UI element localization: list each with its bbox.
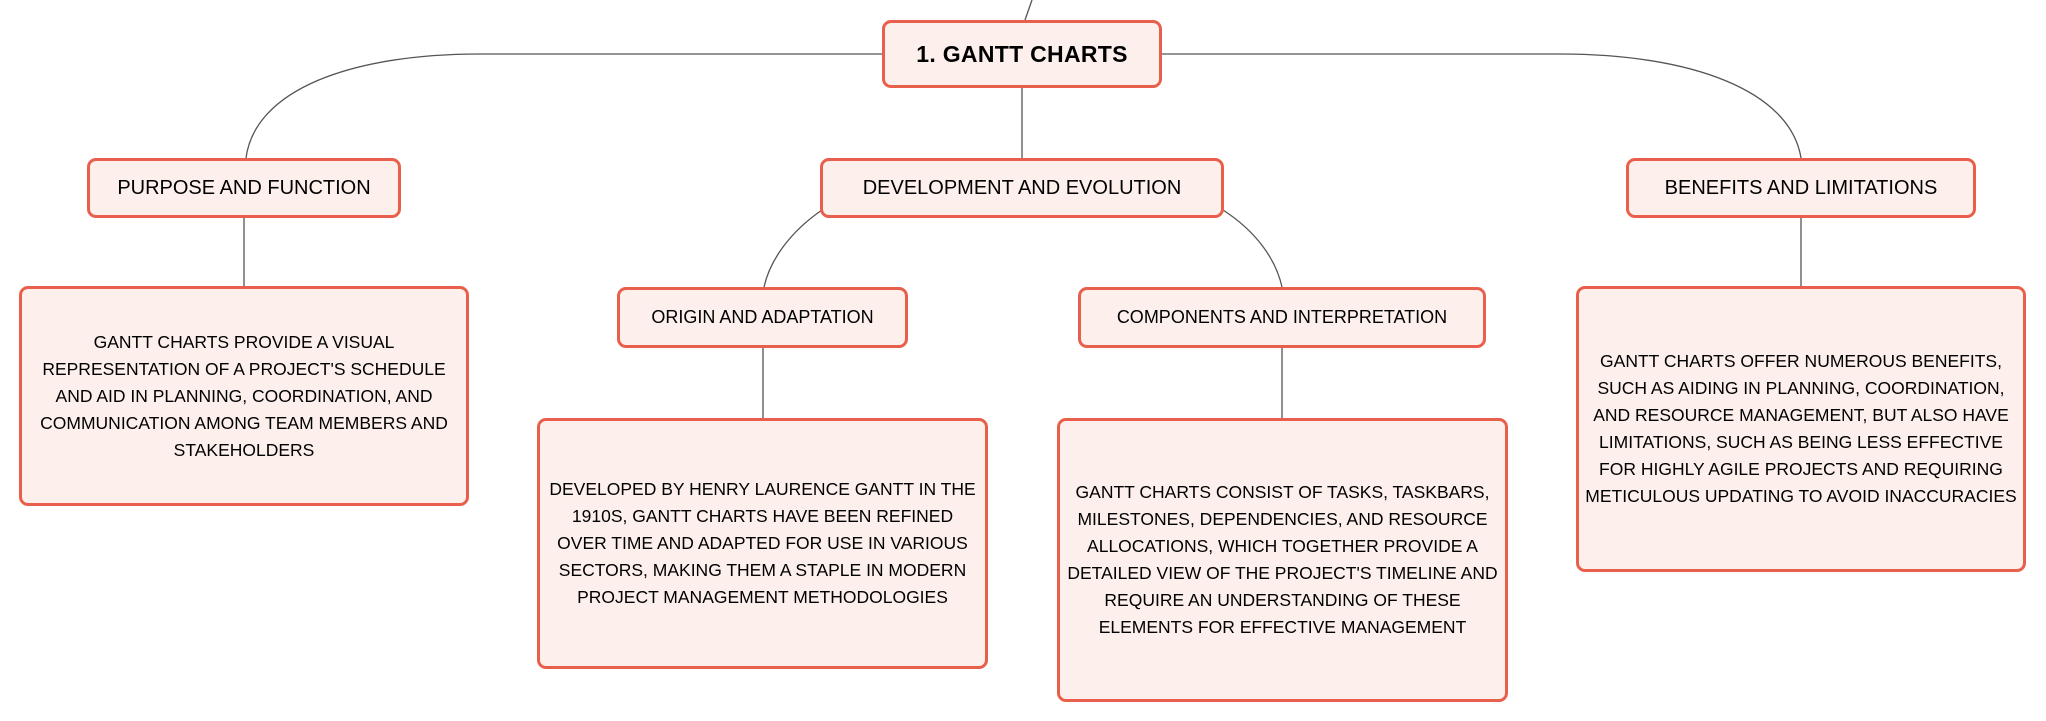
node-components-label: COMPONENTS AND INTERPRETATION [1116, 307, 1448, 327]
node-components-and-interpretation[interactable]: COMPONENTS AND INTERPRETATION [1078, 287, 1486, 348]
origin-description-text: DEVELOPED BY HENRY LAURENCE GANTT IN THE… [549, 479, 976, 607]
node-purpose-description[interactable]: GANTT CHARTS PROVIDE A VISUAL REPRESENTA… [19, 286, 469, 506]
connector-root-purpose [245, 53, 883, 159]
connector-parent-root [1024, 0, 1033, 21]
node-benefits-description[interactable]: GANTT CHARTS OFFER NUMEROUS BENEFITS, SU… [1576, 286, 2026, 572]
root-node-gantt-charts[interactable]: 1. GANTT CHARTS [882, 20, 1162, 88]
node-origin-label: ORIGIN AND ADAPTATION [651, 307, 874, 327]
node-development-label: DEVELOPMENT AND EVOLUTION [862, 176, 1182, 199]
node-development-and-evolution[interactable]: DEVELOPMENT AND EVOLUTION [820, 158, 1224, 218]
root-node-label: 1. GANTT CHARTS [916, 40, 1128, 67]
node-benefits-and-limitations[interactable]: BENEFITS AND LIMITATIONS [1626, 158, 1976, 218]
components-description-text: GANTT CHARTS CONSIST OF TASKS, TASKBARS,… [1067, 482, 1498, 637]
node-origin-description[interactable]: DEVELOPED BY HENRY LAURENCE GANTT IN THE… [537, 418, 988, 669]
connector-root-benefits [1162, 53, 1802, 159]
node-purpose-label: PURPOSE AND FUNCTION [117, 176, 371, 199]
node-origin-and-adaptation[interactable]: ORIGIN AND ADAPTATION [617, 287, 908, 348]
connector-development-components [1222, 209, 1283, 288]
connector-development-origin [763, 209, 823, 288]
purpose-description-text: GANTT CHARTS PROVIDE A VISUAL REPRESENTA… [40, 331, 448, 460]
node-purpose-and-function[interactable]: PURPOSE AND FUNCTION [87, 158, 401, 218]
benefits-description-text: GANTT CHARTS OFFER NUMEROUS BENEFITS, SU… [1585, 351, 2017, 506]
node-benefits-label: BENEFITS AND LIMITATIONS [1664, 176, 1938, 199]
node-components-description[interactable]: GANTT CHARTS CONSIST OF TASKS, TASKBARS,… [1057, 418, 1508, 702]
